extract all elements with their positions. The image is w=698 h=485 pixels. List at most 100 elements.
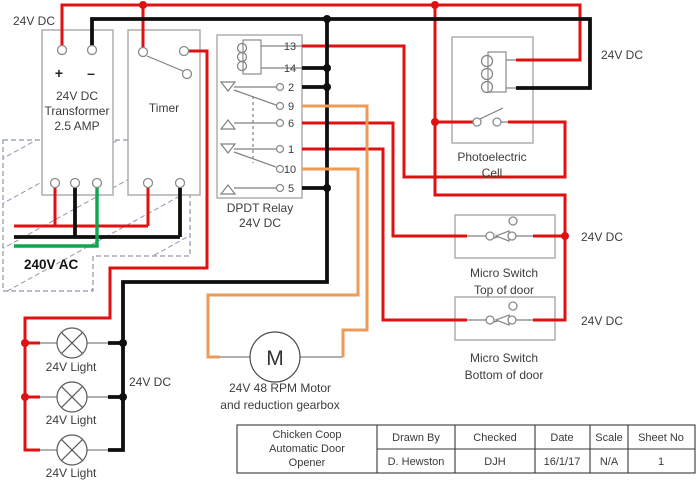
ms-bottom-label-1: Micro Switch [470, 351, 538, 365]
transformer-box [41, 29, 114, 196]
relay-pin10-contact [275, 164, 285, 174]
transformer-terminal-live [49, 177, 61, 189]
ms-top-label-2: Top of door [474, 283, 534, 297]
relay-pin-14: 14 [284, 63, 296, 75]
wire-positive-branch-switches [433, 5, 567, 322]
ms-top-contact-right [507, 231, 517, 241]
relay-pin-13: 13 [284, 41, 296, 53]
wire-positive-rail [60, 3, 582, 62]
relay-pin-6: 6 [288, 118, 294, 130]
supply-label-ms-bottom: 24V DC [581, 314, 623, 328]
relay-pin1-contact [275, 144, 285, 154]
ms-bottom-contact-left [485, 315, 495, 325]
ms-bottom-label-2: Bottom of door [465, 368, 544, 382]
wires-24v-positive [14, 3, 582, 452]
relay-contacts-symbol [219, 81, 277, 195]
light-symbol-3 [56, 434, 88, 466]
photocell-switch-contact-left [472, 117, 482, 127]
timer-terminal-in [137, 46, 149, 58]
photocell-switch-contact-right [492, 117, 502, 127]
transformer-label-2: Transformer [45, 104, 110, 118]
wire-light-negative-stubs [108, 341, 123, 399]
wire-pin1-to-ms-bottom [302, 147, 467, 322]
transformer-terminal-minus [86, 44, 98, 56]
project-title-2: Automatic Door [269, 443, 345, 455]
transformer-terminal-plus [56, 44, 68, 56]
relay-pin6-contact [275, 118, 285, 128]
header-drawn-by: Drawn By [392, 432, 440, 444]
light-label-1: 24V Light [46, 360, 97, 374]
timer-terminal-live [142, 177, 154, 189]
motor-label-1: 24V 48 RPM Motor [229, 381, 331, 395]
light-symbol-1 [56, 327, 88, 359]
transformer-label-1: 24V DC [56, 89, 98, 103]
relay-label-2: 24V DC [239, 216, 281, 230]
transformer-label-3: 2.5 AMP [54, 119, 99, 133]
timer-contact [181, 68, 193, 80]
value-drawn-by: D. Hewston [388, 456, 445, 468]
ms-bottom-contact-right [507, 315, 517, 325]
wire-pin13-to-photocell-switch [302, 44, 567, 179]
ms-bottom-nc-contact [508, 301, 518, 311]
relay-pin9-contact [275, 101, 285, 111]
motor-letter: M [266, 347, 284, 370]
motor-label-2: and reduction gearbox [220, 398, 339, 412]
supply-label-ms-top: 24V DC [581, 230, 623, 244]
timer-box [127, 29, 201, 196]
relay-coil-symbol [236, 39, 302, 75]
wire-pin10-to-motor [206, 167, 360, 359]
ms-top-nc-contact [508, 216, 518, 226]
supply-label-photocell: 24V DC [601, 48, 643, 62]
light-symbol-2 [56, 381, 88, 413]
supply-label-top-left: 24V DC [13, 14, 55, 28]
header-checked: Checked [473, 432, 516, 444]
wire-pin9-to-motor [302, 104, 369, 357]
transformer-plus-label: + [55, 65, 63, 81]
motor-symbol: M [249, 331, 301, 383]
ms-top-label-1: Micro Switch [470, 266, 538, 280]
light-leads [40, 342, 108, 451]
title-block: Chicken Coop Automatic Door Opener Drawn… [236, 424, 696, 474]
header-scale: Scale [595, 432, 623, 444]
wire-relay-negative-stubs [302, 66, 327, 190]
wire-negative-trunk [108, 19, 329, 452]
transformer-minus-label: – [87, 65, 95, 81]
mains-label: 240V AC [24, 257, 79, 272]
relay-pin-9: 9 [288, 101, 294, 113]
wire-negative-rail [90, 17, 592, 90]
relay-pin-10: 10 [284, 164, 296, 176]
ms-top-contact-left [485, 231, 495, 241]
wire-240v-live [14, 183, 150, 228]
wires-motor [206, 104, 369, 359]
value-sheet-no: 1 [658, 456, 664, 468]
relay-pin2-contact [275, 82, 285, 92]
timer-terminal-out [178, 45, 190, 57]
relay-pin-1: 1 [288, 144, 294, 156]
value-date: 16/1/17 [544, 456, 581, 468]
supply-label-lights: 24V DC [129, 375, 171, 389]
photocell-label-1: Photoelectric [457, 150, 526, 164]
timer-label: Timer [149, 101, 179, 115]
project-title-1: Chicken Coop [272, 429, 341, 441]
junction-dots-positive [21, 1, 569, 401]
header-date: Date [550, 432, 573, 444]
relay-pin-5: 5 [288, 183, 294, 195]
photocell-label-2: Cell [482, 166, 503, 180]
relay-pin5-contact [275, 183, 285, 193]
wire-240v-earth [14, 183, 99, 248]
transformer-terminal-earth [91, 177, 103, 189]
relay-label-1: DPDT Relay [227, 201, 293, 215]
junction-dots-negative [119, 15, 331, 401]
timer-switch-lever [146, 55, 184, 72]
light-label-2: 24V Light [46, 413, 97, 427]
project-title-3: Opener [289, 457, 326, 469]
wire-timer-to-lights [23, 49, 209, 452]
photocell-coil-symbol [480, 51, 516, 94]
timer-terminal-neutral [174, 177, 186, 189]
value-checked: DJH [484, 456, 505, 468]
header-sheet-no: Sheet No [638, 432, 684, 444]
wires-0v-negative [14, 17, 592, 452]
value-scale: N/A [600, 456, 619, 468]
